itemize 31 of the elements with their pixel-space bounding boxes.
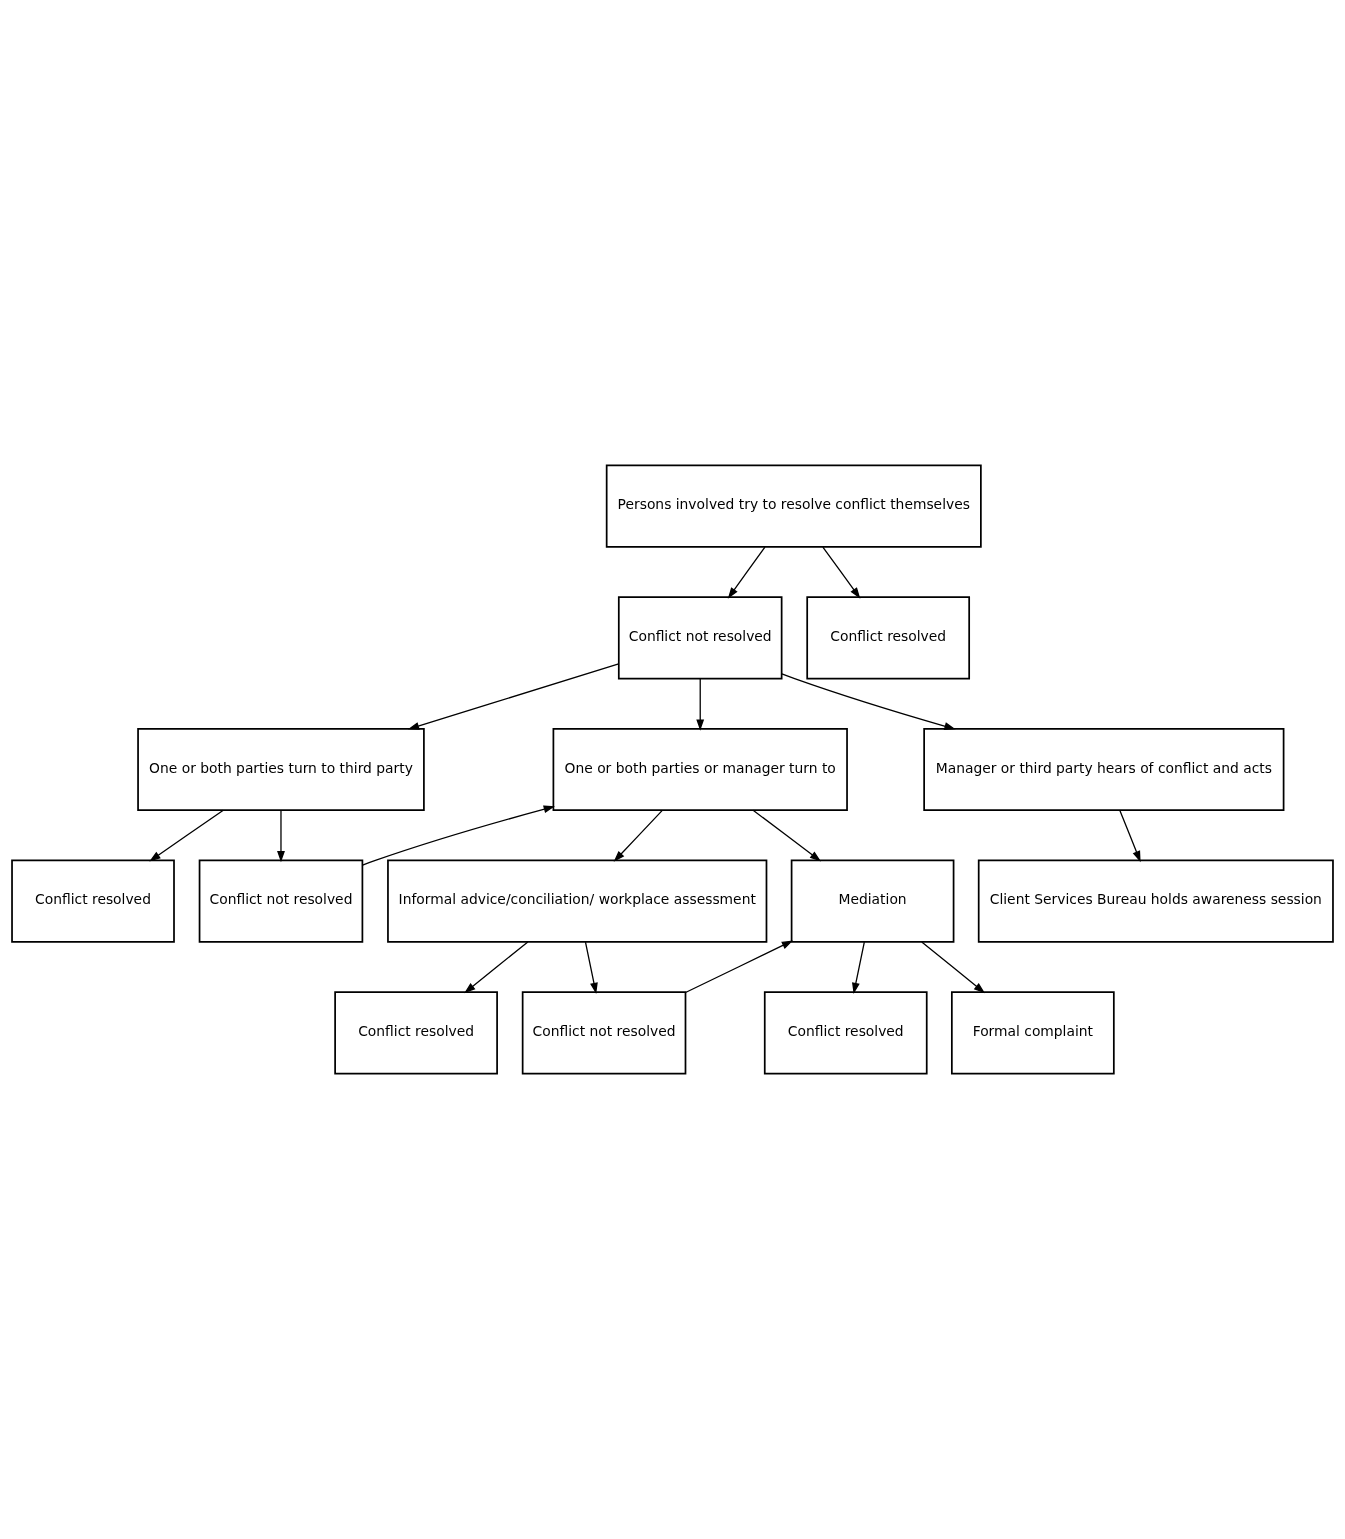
arrow: [696, 678, 705, 731]
node-box: Conflict resolved: [806, 596, 971, 680]
arrow: [752, 809, 822, 862]
node-box: Formal complaint: [951, 991, 1115, 1075]
node-box: Persons involved try to resolve conflict themselves: [605, 464, 982, 548]
arrow: [852, 941, 865, 994]
node-box: Conflict resolved: [763, 991, 928, 1075]
node-box: One or both parties turn to third party: [137, 727, 425, 812]
node-box: Conflict not resolved: [617, 596, 783, 680]
node-box: Conflict not resolved: [198, 859, 364, 943]
node-box: Manager or third party hears of conflict and acts: [923, 727, 1285, 812]
node-box: Conflict resolved: [11, 859, 175, 943]
node-box: Informal advice/conciliation/ workplace assessment: [387, 859, 768, 943]
arrow: [727, 546, 766, 599]
arrow: [407, 663, 620, 730]
arrow: [361, 805, 555, 866]
node-box: Conflict resolved: [334, 991, 498, 1075]
node-box: Mediation: [790, 859, 955, 943]
arrow: [921, 941, 986, 994]
node-box: Client Services Bureau holds awareness session: [977, 859, 1334, 943]
arrow: [277, 809, 285, 863]
node-box: One or both parties or manager turn to: [552, 727, 848, 812]
arrow: [781, 673, 956, 730]
arrow: [613, 809, 663, 862]
arrow: [464, 941, 529, 994]
arrow: [684, 940, 794, 994]
arrow: [1119, 809, 1141, 863]
arrow: [584, 941, 598, 994]
arrow: [149, 809, 224, 862]
node-box: Conflict not resolved: [521, 991, 687, 1075]
arrow: [822, 546, 861, 599]
